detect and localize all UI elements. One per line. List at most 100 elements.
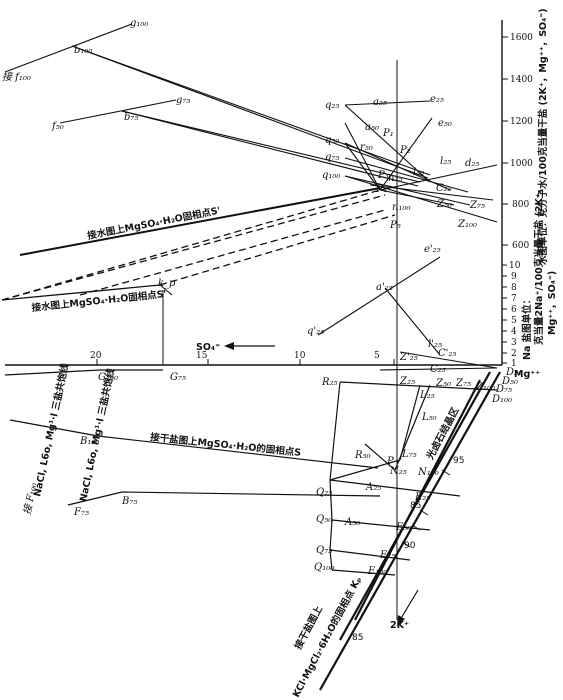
- label-E75: E₇₅: [379, 550, 395, 561]
- diagonal-hatch: [401, 469, 451, 548]
- label-Z100b: Z₁₀₀: [475, 382, 495, 393]
- label-P5: P₅: [389, 220, 401, 231]
- na-lines: [159, 256, 498, 371]
- label-E50: E₅₀: [395, 522, 411, 533]
- label-q25p: q'₂₅: [307, 326, 324, 337]
- tick-1400: 1400: [510, 75, 533, 85]
- label-P2: P₂: [399, 145, 411, 156]
- right-axis-upper-labels: 1600 1400 1200 1000 800 600: [510, 33, 533, 251]
- label-D25: D₂₅: [505, 367, 522, 378]
- label-g75: g₇₅: [176, 95, 190, 106]
- tick-1: 1: [511, 359, 517, 369]
- bottom-tick-15: 15: [196, 351, 208, 361]
- label-G100: G₁₀₀: [98, 372, 118, 383]
- label-Q75: Q₇₅: [316, 545, 332, 556]
- dashed-lines: [1, 189, 396, 301]
- label-e25: e₂₅: [430, 94, 444, 105]
- label-95: 95: [453, 456, 464, 466]
- label-q100: q₁₀₀: [322, 170, 340, 181]
- label-P4: P₄: [375, 184, 387, 195]
- label-P: P: [386, 456, 394, 467]
- label-a50: a₅₀: [365, 122, 379, 133]
- label-E25: E₂₅: [414, 492, 430, 503]
- label-Z100: Z₁₀₀: [457, 219, 477, 230]
- label-l25: l₂₅: [440, 156, 451, 167]
- label-B75: B₇₅: [121, 496, 137, 507]
- bottom-tick-20: 20: [90, 351, 102, 361]
- tick-3: 3: [511, 338, 517, 348]
- tick-5: 5: [511, 316, 517, 326]
- label-N25: N₂₅: [389, 466, 407, 477]
- label-Z50b: Z₅₀: [435, 378, 451, 389]
- label-g100: g₁₀₀: [130, 18, 148, 29]
- label-q25: q₂₅: [325, 100, 339, 111]
- point-labels: g₁₀₀ b₁₀₀ 接 f₁₀₀ g₇₅ b₇₅ f₅₀ a₂₅ e₂₅ q₂₅…: [2, 18, 522, 577]
- label-A25: A₂₅: [365, 482, 381, 493]
- k-arrow: 2K⁺: [390, 589, 419, 631]
- label-G75: G₇₅: [170, 372, 186, 383]
- right-axis-lower-ticks: [502, 264, 507, 364]
- label-D100: D₁₀₀: [491, 394, 512, 405]
- bottom-tick-10: 10: [294, 351, 306, 361]
- label-q50: q₅₀: [325, 135, 339, 146]
- label-C25: C₂₅: [436, 183, 452, 194]
- na-unit-label-3: Mg⁺⁺，SO₄⁼): [547, 271, 558, 335]
- label-R25: R₂₅: [321, 377, 338, 388]
- tick-7: 7: [511, 294, 517, 304]
- label-f50: f₅₀: [51, 121, 64, 132]
- nacl-75-annotation: NaCl, L6o, Mg¹·l 三盐共饱线: [77, 367, 117, 503]
- label-C25b: C₂₅: [430, 364, 446, 375]
- label-l50: l₅₀: [413, 167, 424, 178]
- tick-1200: 1200: [510, 117, 533, 127]
- label-Q50: Q₅₀: [316, 514, 332, 525]
- label-e50: e₅₀: [438, 118, 452, 129]
- k-label: 2K⁺: [390, 620, 409, 631]
- bottom-tick-5: 5: [374, 351, 380, 361]
- label-Z75: Z₇₅: [469, 200, 485, 211]
- na-unit-label-1: Na 盐图单位：: [521, 295, 533, 360]
- water-top-annotation: 接水图上MgSO₄·H₂O固相点S': [86, 204, 221, 242]
- label-85: 85: [352, 633, 363, 643]
- label-Q100: Q₁₀₀: [314, 562, 334, 573]
- label-D75: D₇₅: [495, 384, 512, 395]
- water-lines: [1, 23, 498, 301]
- label-e25p: e'₂₅: [424, 244, 441, 255]
- label-a25p: a'₂₅: [376, 282, 393, 293]
- label-d25: d₂₅: [465, 158, 479, 169]
- tick-1000: 1000: [510, 159, 533, 169]
- label-P3: P₃: [377, 170, 389, 181]
- label-n100: n₁₀₀: [392, 202, 410, 213]
- label-A50: A₅₀: [344, 517, 360, 528]
- label-D50: D₅₀: [501, 376, 518, 387]
- label-B100: B₁₀₀: [79, 436, 99, 447]
- label-E100: E₁₀₀: [367, 566, 387, 577]
- water-unit-label: 水图单位：克分子水/100克当量干盐 (2K⁺，Mg⁺⁺，SO₄⁼): [537, 8, 549, 265]
- diagonal-boundary: [319, 371, 501, 691]
- tick-4: 4: [511, 327, 517, 337]
- tick-2: 2: [511, 349, 517, 359]
- label-N100: N₁₀₀: [417, 467, 439, 478]
- tick-800: 800: [512, 200, 529, 210]
- dry-salt-lines: [4, 369, 498, 576]
- label-Z75b: Z₇₅: [455, 378, 471, 389]
- tick-8: 8: [511, 283, 517, 293]
- dry-s-annotation: 接干盐图上MgSO₄·H₂O的固相点S: [150, 431, 302, 459]
- label-C25p: C'₂₅: [438, 348, 456, 359]
- tick-10: 10: [509, 261, 521, 271]
- so4-arrow: SO₄⁼: [196, 342, 275, 353]
- right-axis-upper-ticks: [502, 36, 508, 246]
- bottom-ticks: [96, 359, 395, 365]
- label-P1: P₁: [382, 128, 394, 139]
- label-Z50: Z₅₀: [436, 199, 452, 210]
- right-axis-lower-labels: 10 9 8 7 6 5 4 3 2 1: [509, 261, 521, 369]
- mg-axis-label: Mg⁺⁺: [514, 369, 540, 380]
- label-r50: r₅₀: [360, 142, 373, 153]
- tick-1600: 1600: [510, 33, 533, 43]
- tick-9: 9: [511, 272, 517, 282]
- axes: [5, 20, 503, 620]
- label-F75: F₇₅: [73, 507, 89, 518]
- so4-label: SO₄⁼: [196, 342, 220, 353]
- label-a25: a₂₅: [373, 97, 387, 108]
- tick-600: 600: [512, 241, 529, 251]
- label-85b: 85: [410, 501, 421, 511]
